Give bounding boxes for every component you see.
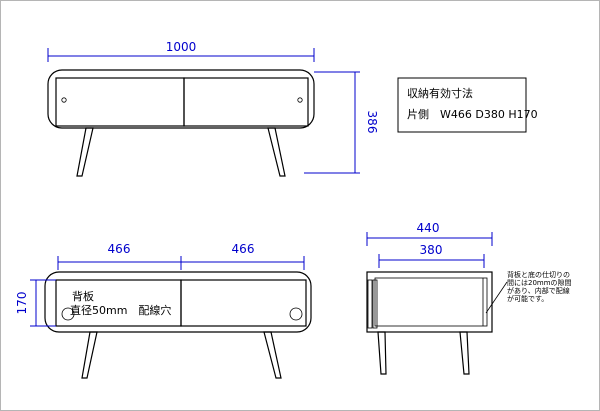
side-cabinet-inner [374, 277, 488, 327]
side-leg-front [377, 331, 387, 375]
front-sliding-door-left [55, 77, 185, 127]
back-leg-right [263, 331, 282, 379]
back-panel-right [180, 279, 307, 327]
back-height-label: 170 [15, 292, 29, 315]
side-door-front [367, 279, 373, 329]
back-cabinet-body [44, 271, 312, 333]
wiring-hole-label: 直径50mm 配線穴 [70, 303, 171, 317]
front-view: 1000 386 [47, 40, 379, 177]
front-sliding-door-right [183, 77, 309, 127]
back-panel-label: 背板 [72, 289, 94, 303]
info-box-border [397, 77, 527, 133]
side-view: 440 380 背板と底の仕切りの 間には20mmの隙間 があり、内部で配線 が… [366, 221, 572, 375]
back-right-width-label: 466 [232, 242, 255, 256]
back-panel-left [55, 279, 182, 327]
side-door-back [372, 279, 378, 329]
gap-note-line-4: が可能です。 [507, 294, 548, 303]
info-box-title: 収納有効寸法 [407, 86, 473, 100]
side-cabinet-outline [366, 271, 493, 333]
info-box-spec: 片側 W466 D380 H170 [407, 108, 538, 121]
back-view: 466 466 背板 直径50mm 配線穴 170 [15, 242, 312, 379]
back-left-width-label: 466 [108, 242, 131, 256]
front-height-label: 386 [365, 111, 379, 134]
front-door-pull-left [61, 97, 67, 103]
front-width-label: 1000 [166, 40, 197, 54]
back-leg-left [81, 331, 98, 379]
front-leg-right [267, 127, 286, 177]
wiring-hole-right [289, 307, 303, 321]
storage-info-box: 収納有効寸法 片側 W466 D380 H170 [397, 77, 538, 133]
inner-depth-label: 380 [420, 243, 443, 257]
front-leg-left [76, 127, 94, 177]
gap-note-line-3: があり、内部で配線 [507, 286, 570, 295]
front-door-pull-right [297, 97, 303, 103]
gap-note-line-1: 背板と底の仕切りの [507, 270, 570, 279]
note-leader-line [485, 281, 508, 314]
front-cabinet-body [47, 69, 315, 129]
wiring-hole-left [61, 307, 75, 321]
side-leg-back [459, 331, 470, 375]
outer-depth-label: 440 [417, 221, 440, 235]
gap-note-line-2: 間には20mmの隙間 [507, 278, 572, 287]
